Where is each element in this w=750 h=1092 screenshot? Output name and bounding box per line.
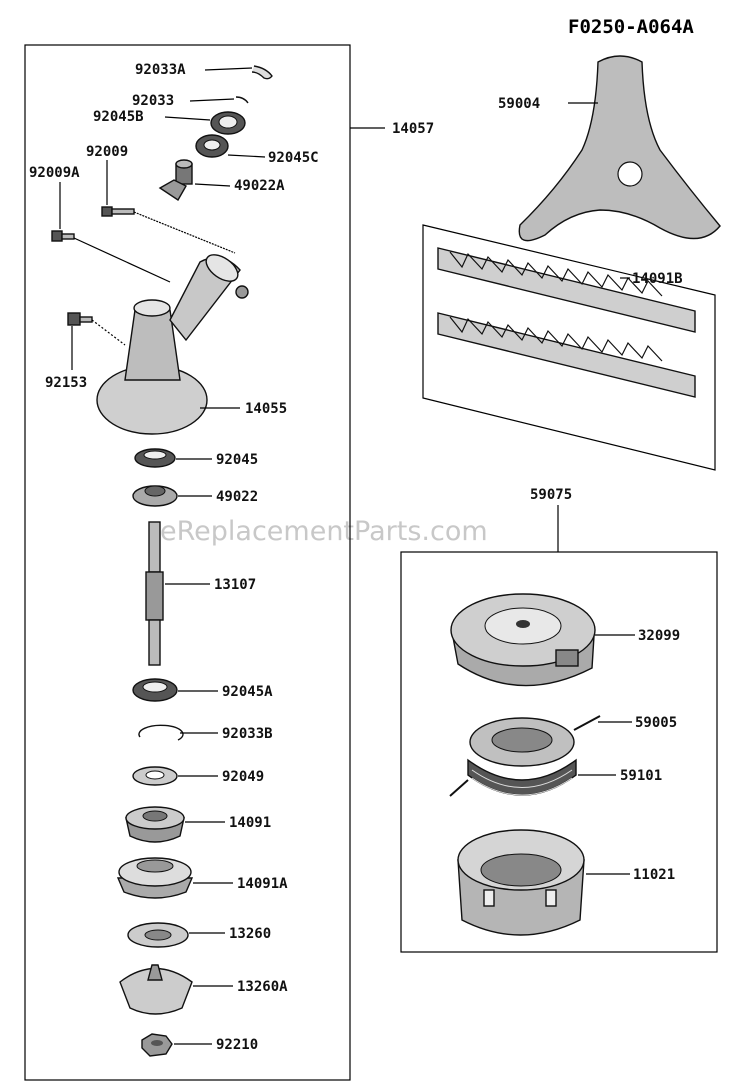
callout-92009[interactable]: 92009: [86, 144, 128, 160]
callout-92045B[interactable]: 92045B: [93, 109, 144, 125]
circlip-92033A: [251, 65, 273, 80]
washer-13260: [127, 922, 189, 948]
callout-14055[interactable]: 14055: [245, 401, 287, 417]
callout-92210[interactable]: 92210: [216, 1037, 258, 1053]
callout-11021[interactable]: 11021: [633, 867, 675, 883]
bolt-92009A: [51, 230, 75, 242]
callout-13260A[interactable]: 13260A: [237, 979, 288, 995]
callout-14091[interactable]: 14091: [229, 815, 271, 831]
watermark: eReplacementParts.com: [160, 516, 488, 547]
callout-92033[interactable]: 92033: [132, 93, 174, 109]
leader-92033A: [204, 67, 253, 71]
callout-92045A[interactable]: 92045A: [222, 684, 273, 700]
blade-set-14091B-upper: [437, 247, 696, 333]
bolt-92153: [67, 312, 93, 326]
nut-92210: [141, 1033, 173, 1057]
assembly-frame-59075: [400, 551, 718, 953]
washer-92049: [132, 766, 178, 786]
callout-59005[interactable]: 59005: [635, 715, 677, 731]
callout-13260[interactable]: 13260: [229, 926, 271, 942]
diagram-code: F0250-A064A: [568, 16, 694, 38]
callout-49022A[interactable]: 49022A: [234, 178, 285, 194]
callout-14091B[interactable]: 14091B: [632, 271, 683, 287]
leader-49022A: [194, 183, 231, 187]
callout-92049[interactable]: 92049: [222, 769, 264, 785]
blade-set-14091B-lower: [437, 312, 696, 398]
bearing-92045: [134, 448, 176, 468]
holder-14091A: [116, 857, 194, 899]
clip-92033: [235, 96, 249, 104]
callout-32099[interactable]: 32099: [638, 628, 680, 644]
callout-92045C[interactable]: 92045C: [268, 150, 319, 166]
shaft-13107: [145, 521, 164, 666]
frame-14091B: [422, 224, 716, 471]
callout-13107[interactable]: 13107: [214, 577, 256, 593]
axis-92009: [133, 211, 236, 254]
callout-14057[interactable]: 14057: [392, 121, 434, 137]
holder-14091: [125, 806, 185, 843]
axis-92153: [91, 319, 126, 346]
gear-49022: [132, 485, 178, 507]
callout-59101[interactable]: 59101: [620, 768, 662, 784]
gear-49022A: [158, 159, 193, 201]
callout-14091A[interactable]: 14091A: [237, 876, 288, 892]
callout-92033A[interactable]: 92033A: [135, 62, 186, 78]
gear-case-14055: [96, 254, 249, 435]
guard-59004: [518, 55, 721, 242]
callout-92033B[interactable]: 92033B: [222, 726, 273, 742]
leader-92033: [189, 98, 235, 102]
cover-13260A: [119, 964, 193, 1015]
callout-59004[interactable]: 59004: [498, 96, 540, 112]
callout-92009A[interactable]: 92009A: [29, 165, 80, 181]
assembly-frame-14057: [24, 44, 351, 1081]
callout-92045[interactable]: 92045: [216, 452, 258, 468]
bearing-92045A: [132, 678, 178, 702]
housing-11021: [457, 829, 585, 936]
callout-49022[interactable]: 49022: [216, 489, 258, 505]
axis-92009A: [73, 237, 171, 283]
bolt-92009: [101, 206, 135, 217]
bearing-92045B: [210, 111, 246, 135]
spool-59005: [469, 715, 601, 767]
bearing-92045C: [195, 134, 229, 158]
callout-92153[interactable]: 92153: [45, 375, 87, 391]
line-59101: [449, 758, 577, 797]
cover-32099: [450, 593, 596, 687]
leader-92045C: [227, 154, 266, 158]
circlip-92033B: [138, 724, 184, 741]
callout-59075[interactable]: 59075: [530, 487, 572, 503]
leader-92045B: [164, 116, 211, 121]
